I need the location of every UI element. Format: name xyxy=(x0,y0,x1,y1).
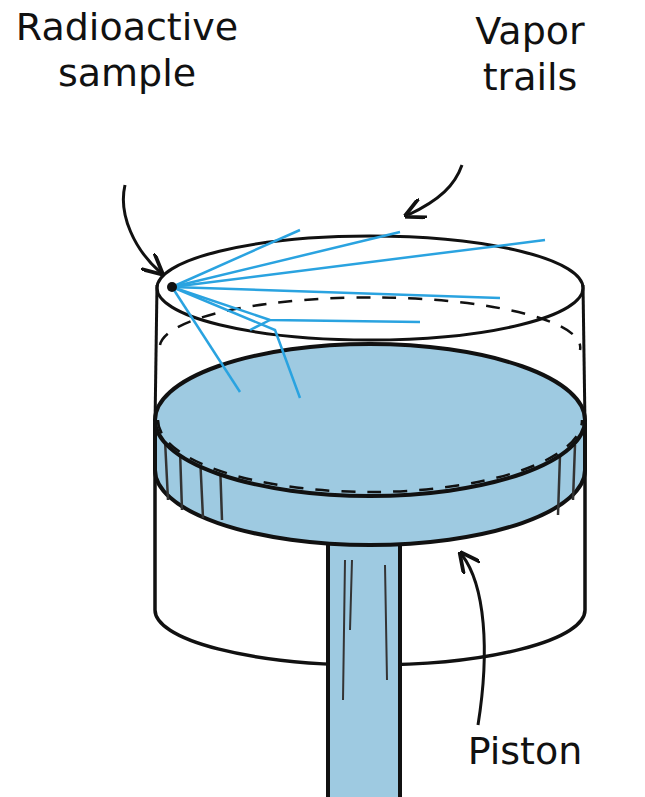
piston-rod-front xyxy=(330,600,398,797)
chamber-top xyxy=(157,236,583,340)
leader-arrow xyxy=(462,555,484,725)
leader-arrow xyxy=(123,185,160,272)
piston-dashed-line xyxy=(158,420,582,492)
part-label: Vapor trails xyxy=(440,8,620,100)
leader-arrow xyxy=(408,165,462,215)
rod-shading xyxy=(343,560,387,700)
piston-top xyxy=(155,344,585,496)
vapor-trails xyxy=(172,230,545,398)
piston-rod xyxy=(328,530,400,797)
part-label: Radioactive sample xyxy=(2,4,252,96)
rod-edge xyxy=(326,560,330,797)
radioactive-source xyxy=(167,282,177,292)
chamber-wall xyxy=(583,285,585,425)
chamber-wall xyxy=(155,285,157,425)
rod-edge xyxy=(398,560,402,797)
part-label: Piston xyxy=(420,728,630,774)
